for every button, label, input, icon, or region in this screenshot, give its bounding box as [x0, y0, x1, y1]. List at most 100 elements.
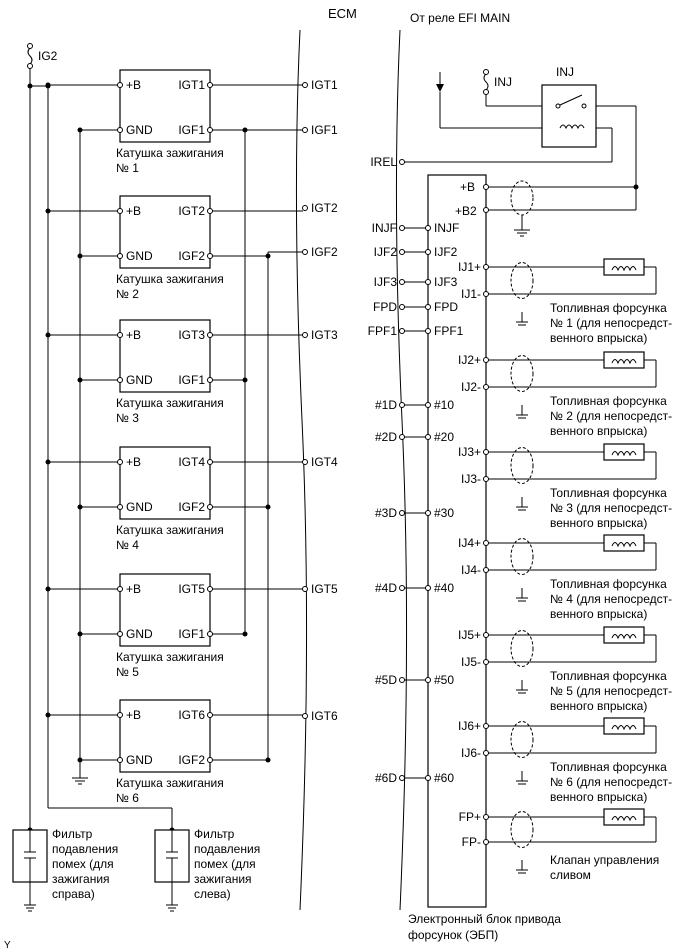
filter-caption: зажигания	[52, 872, 110, 886]
pin-terminal	[117, 377, 123, 383]
ecm-right-pin-label: IREL	[370, 155, 397, 169]
pin-terminal	[117, 586, 123, 592]
coil-winding-icon	[611, 634, 637, 640]
ecm-left-pin-label: IGT1	[311, 78, 338, 92]
edu-input-pin-label: #50	[434, 673, 454, 687]
pin-terminal	[207, 631, 213, 637]
pin-terminal	[399, 677, 405, 683]
edu-input-pin-label: IJF3	[434, 275, 458, 289]
coil-pin-igt: IGT1	[178, 78, 205, 92]
junction-dot	[77, 504, 83, 510]
pin-terminal	[399, 585, 405, 591]
pin-terminal	[425, 775, 431, 781]
coil-number: № 6	[116, 791, 139, 805]
shield	[510, 630, 534, 667]
pin-terminal	[483, 264, 489, 270]
pin-terminal	[117, 127, 123, 133]
coil-pin-igt: IGT3	[178, 328, 205, 342]
injector-caption: Топливная форсунка	[550, 394, 667, 408]
pin-terminal	[425, 677, 431, 683]
coil-box	[119, 319, 211, 393]
pin-terminal	[483, 476, 489, 482]
pin-terminal	[302, 82, 308, 88]
coil-pin-gnd: GND	[126, 249, 153, 263]
injector-caption: Топливная форсунка	[550, 577, 667, 591]
injector-caption: Топливная форсунка	[550, 486, 667, 500]
pin-terminal	[483, 384, 489, 390]
coil-pin-pb: +B	[126, 204, 141, 218]
ecm-left-pin-label: IGT3	[311, 328, 338, 342]
pin-terminal	[117, 253, 123, 259]
coil-winding-icon	[611, 266, 637, 272]
pin-terminal	[207, 82, 213, 88]
filter-caption: Фильтр	[52, 827, 93, 841]
shield	[510, 262, 534, 299]
pin-terminal	[117, 82, 123, 88]
coil-pin-gnd: GND	[126, 373, 153, 387]
ig2-label: IG2	[38, 49, 58, 63]
coil-ground-icon	[72, 775, 88, 785]
edu-out-plus: IJ3+	[458, 445, 481, 459]
shield	[510, 447, 534, 484]
pin-terminal	[425, 304, 431, 310]
edu-pb: +B	[460, 180, 475, 194]
pin-terminal	[207, 127, 213, 133]
ecm-right-pin-label: #5D	[375, 673, 397, 687]
pin-terminal	[399, 304, 405, 310]
coil-box	[119, 446, 211, 520]
pin-terminal	[399, 510, 405, 516]
coil-caption: Катушка зажигания	[116, 272, 224, 286]
pin-terminal	[483, 357, 489, 363]
coil-winding-icon	[611, 542, 637, 548]
inj-fuse-label: INJ	[494, 75, 512, 89]
coil-number: № 2	[116, 287, 139, 301]
coil-box	[119, 699, 211, 773]
filter-caption: подавления	[52, 842, 118, 856]
injector-caption: № 4 (для непосредст-	[550, 592, 672, 606]
injector-coil	[603, 626, 645, 644]
edu-input-pin-label: #10	[434, 398, 454, 412]
junction-dot	[45, 332, 51, 338]
pin-terminal	[483, 750, 489, 756]
pin-terminal	[425, 279, 431, 285]
injector-coil	[603, 443, 645, 461]
injector-caption: № 6 (для непосредст-	[550, 775, 672, 789]
pin-terminal	[399, 225, 405, 231]
edu-out-plus: IJ6+	[458, 719, 481, 733]
coil-pin-igt: IGT4	[178, 455, 205, 469]
edu-out-minus: FP-	[462, 835, 481, 849]
pin-terminal	[399, 434, 405, 440]
coil-pin-igt: IGT6	[178, 708, 205, 722]
pin-terminal	[302, 205, 308, 211]
edu-box	[427, 174, 487, 908]
pin-terminal	[302, 459, 308, 465]
coil-pin-pb: +B	[126, 708, 141, 722]
pin-terminal	[207, 757, 213, 763]
ecm-right-pin-label: INJF	[372, 221, 397, 235]
edu-out-minus: IJ3-	[461, 472, 481, 486]
ecm-left-pin-label: IGF1	[311, 123, 338, 137]
shield	[510, 355, 534, 392]
ecm-left-edge	[295, 29, 308, 911]
edu-input-pin-label: #30	[434, 506, 454, 520]
pin-terminal	[207, 586, 213, 592]
edu-input-pin-label: #20	[434, 430, 454, 444]
pin-terminal	[207, 377, 213, 383]
valve-caption: Клапан управления	[550, 853, 659, 867]
injector-caption: № 3 (для непосредст-	[550, 501, 672, 515]
coil-pin-gnd: GND	[126, 753, 153, 767]
junction-dot	[77, 253, 83, 259]
shield	[510, 538, 534, 575]
ecm-right-pin-label: FPD	[373, 300, 397, 314]
injector-coil	[603, 351, 645, 369]
ecm-right-edge	[395, 29, 408, 911]
corner-mark: Y	[4, 940, 11, 951]
pin-terminal	[207, 504, 213, 510]
